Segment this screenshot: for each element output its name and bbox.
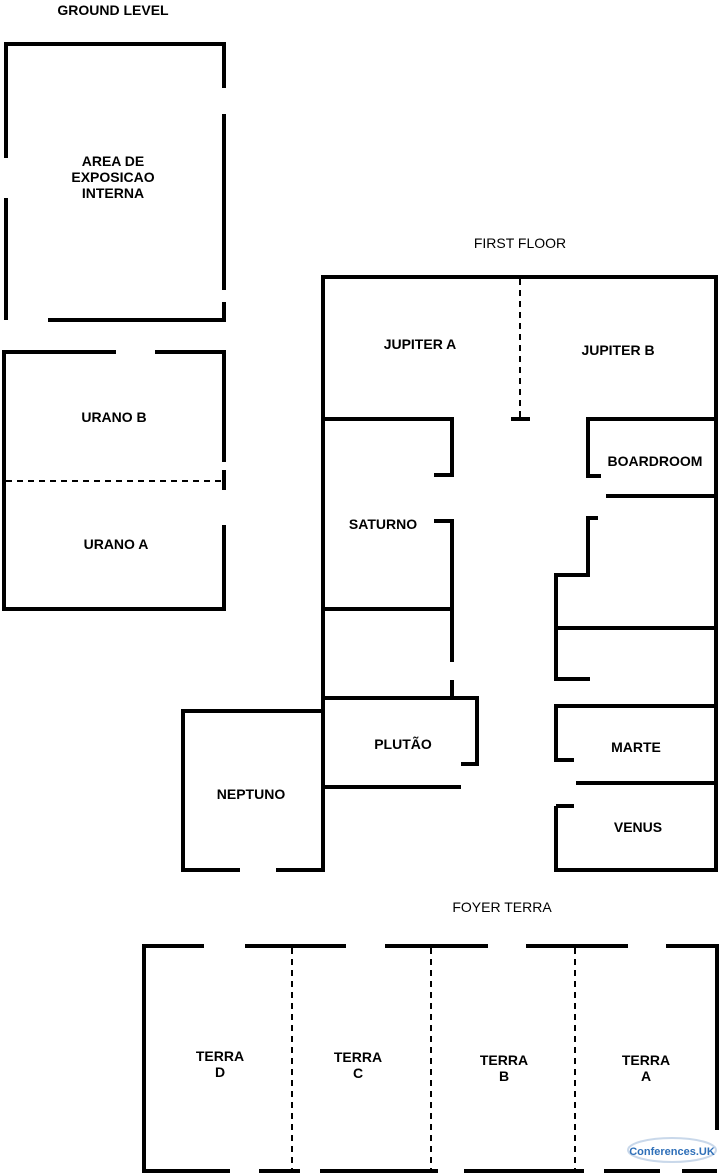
area-exposicao-label-line1: AREA DE	[82, 153, 145, 169]
jupiter-saturno-walls	[323, 417, 454, 696]
marte-label: MARTE	[611, 739, 661, 755]
jupiter-b-label: JUPITER B	[581, 342, 654, 358]
watermark-text: Conferences.UK	[629, 1146, 715, 1158]
marte-room	[554, 704, 716, 785]
plutao-label: PLUTÃO	[374, 735, 432, 752]
terra-b-label-line1: TERRA	[480, 1052, 528, 1068]
urano-a-label: URANO A	[84, 536, 149, 552]
neptuno-label: NEPTUNO	[217, 786, 286, 802]
terra-rooms	[142, 944, 719, 1173]
first-floor-heading: FIRST FLOOR	[474, 235, 566, 251]
area-exposicao-room	[4, 42, 226, 322]
area-exposicao-label-line2: EXPOSICAO	[71, 169, 154, 185]
conferences-uk-watermark: Conferences.UK	[627, 1137, 717, 1163]
urano-b-label: URANO B	[81, 409, 146, 425]
terra-b-label-line2: B	[499, 1068, 509, 1084]
terra-c-label-line2: C	[353, 1065, 363, 1081]
terra-d-label-line2: D	[215, 1064, 225, 1080]
terra-a-label-line2: A	[641, 1068, 651, 1084]
saturno-label: SATURNO	[349, 516, 417, 532]
terra-c-label-line1: TERRA	[334, 1049, 382, 1065]
urano-rooms	[2, 350, 226, 611]
first-floor-outer-walls	[321, 275, 718, 872]
ground-level-heading: GROUND LEVEL	[57, 2, 169, 18]
boardroom-room	[586, 417, 716, 498]
east-side-rooms	[554, 516, 716, 681]
terra-d-label-line1: TERRA	[196, 1048, 244, 1064]
watermark-swoosh-icon	[627, 1137, 717, 1163]
area-exposicao-label-line3: INTERNA	[82, 185, 144, 201]
foyer-terra-heading: FOYER TERRA	[452, 899, 552, 915]
neptuno-room	[181, 696, 325, 872]
boardroom-label: BOARDROOM	[608, 453, 703, 469]
venus-label: VENUS	[614, 819, 662, 835]
plutao-room	[323, 696, 479, 789]
jupiter-a-label: JUPITER A	[384, 336, 457, 352]
terra-a-label-line1: TERRA	[622, 1052, 670, 1068]
